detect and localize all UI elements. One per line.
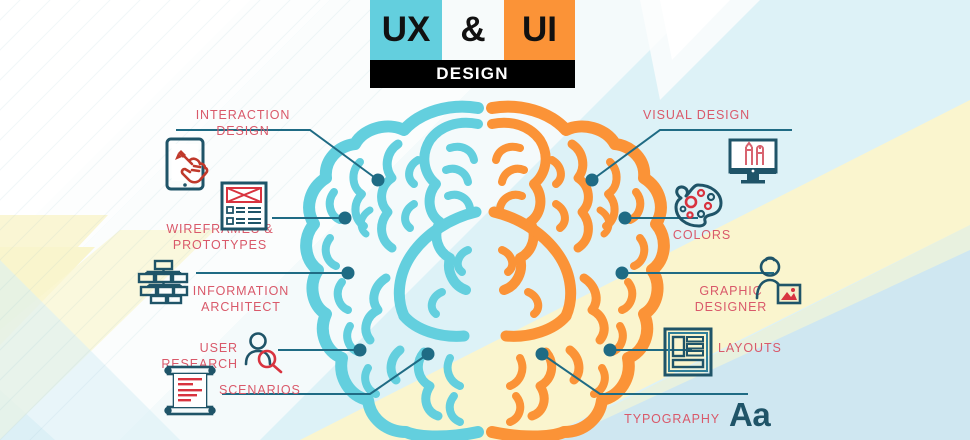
title-ui: UI xyxy=(504,0,575,60)
title-ux: UX xyxy=(370,0,442,60)
label-scenarios: SCENARIOS xyxy=(219,383,301,397)
label-visual-design: VISUAL DESIGN xyxy=(643,108,751,122)
user-magnifier-icon xyxy=(242,332,288,374)
brain-right-hemisphere xyxy=(486,100,670,440)
typography-aa-icon: Aa xyxy=(729,396,771,433)
label-colors: COLORS xyxy=(672,228,732,242)
label-graphic-designer: GRAPHIC DESIGNER xyxy=(694,284,768,314)
wireframe-page-icon xyxy=(219,180,269,232)
palette-icon xyxy=(668,182,724,228)
sitemap-icon xyxy=(137,259,189,305)
title-row: UX & UI xyxy=(370,0,575,60)
tablet-touch-icon xyxy=(161,136,213,192)
label-interaction-design: INTERACTION DESIGN xyxy=(195,108,291,138)
brain-illustration xyxy=(300,100,670,440)
title-ampersand: & xyxy=(442,0,504,60)
brain-left-hemisphere xyxy=(300,100,484,440)
designer-person-icon xyxy=(753,256,805,308)
monitor-tools-icon xyxy=(727,138,779,188)
label-layouts: LAYOUTS xyxy=(718,341,782,355)
title-design: DESIGN xyxy=(370,60,575,88)
layout-grid-icon xyxy=(663,327,713,377)
title-block: UX & UI DESIGN xyxy=(370,0,575,88)
label-information-architect: INFORMATION ARCHITECT xyxy=(192,284,290,314)
label-typography: TYPOGRAPHY xyxy=(624,412,720,426)
scroll-document-icon xyxy=(163,364,217,418)
